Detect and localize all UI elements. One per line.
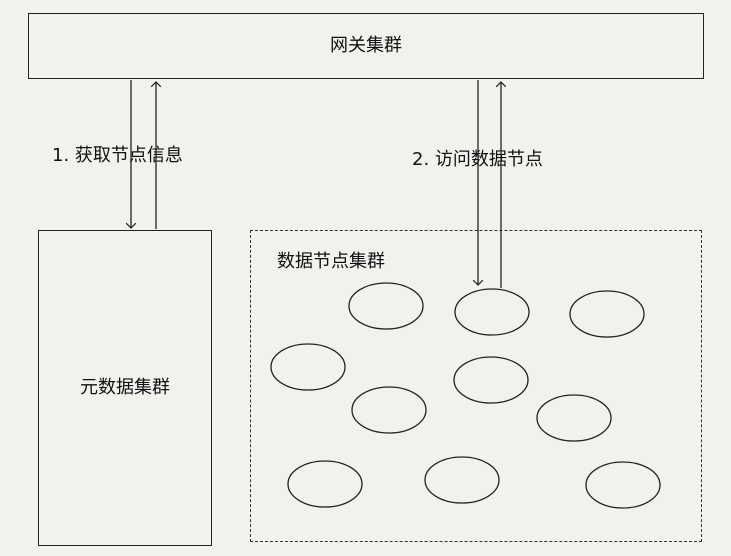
data-node-ellipse <box>454 288 530 336</box>
data-node-ellipse <box>453 356 529 404</box>
data-node-ellipse <box>536 394 612 442</box>
data-node-cluster-label: 数据节点集群 <box>277 251 385 272</box>
data-node-ellipse <box>351 386 427 434</box>
data-node-ellipse <box>424 456 500 504</box>
edge-label-get-node-info: 1. 获取节点信息 <box>52 145 183 166</box>
data-node-ellipse <box>348 282 424 330</box>
metadata-cluster-label: 元数据集群 <box>80 377 170 398</box>
gateway-cluster-box: 网关集群 <box>28 13 704 79</box>
data-node-ellipse <box>287 460 363 508</box>
gateway-cluster-label: 网关集群 <box>330 35 402 56</box>
data-node-ellipse <box>585 461 661 509</box>
data-node-ellipse <box>270 343 346 391</box>
data-node-cluster-group: 数据节点集群 <box>250 230 702 542</box>
data-node-ellipse <box>569 290 645 338</box>
metadata-cluster-box: 元数据集群 <box>38 230 212 546</box>
